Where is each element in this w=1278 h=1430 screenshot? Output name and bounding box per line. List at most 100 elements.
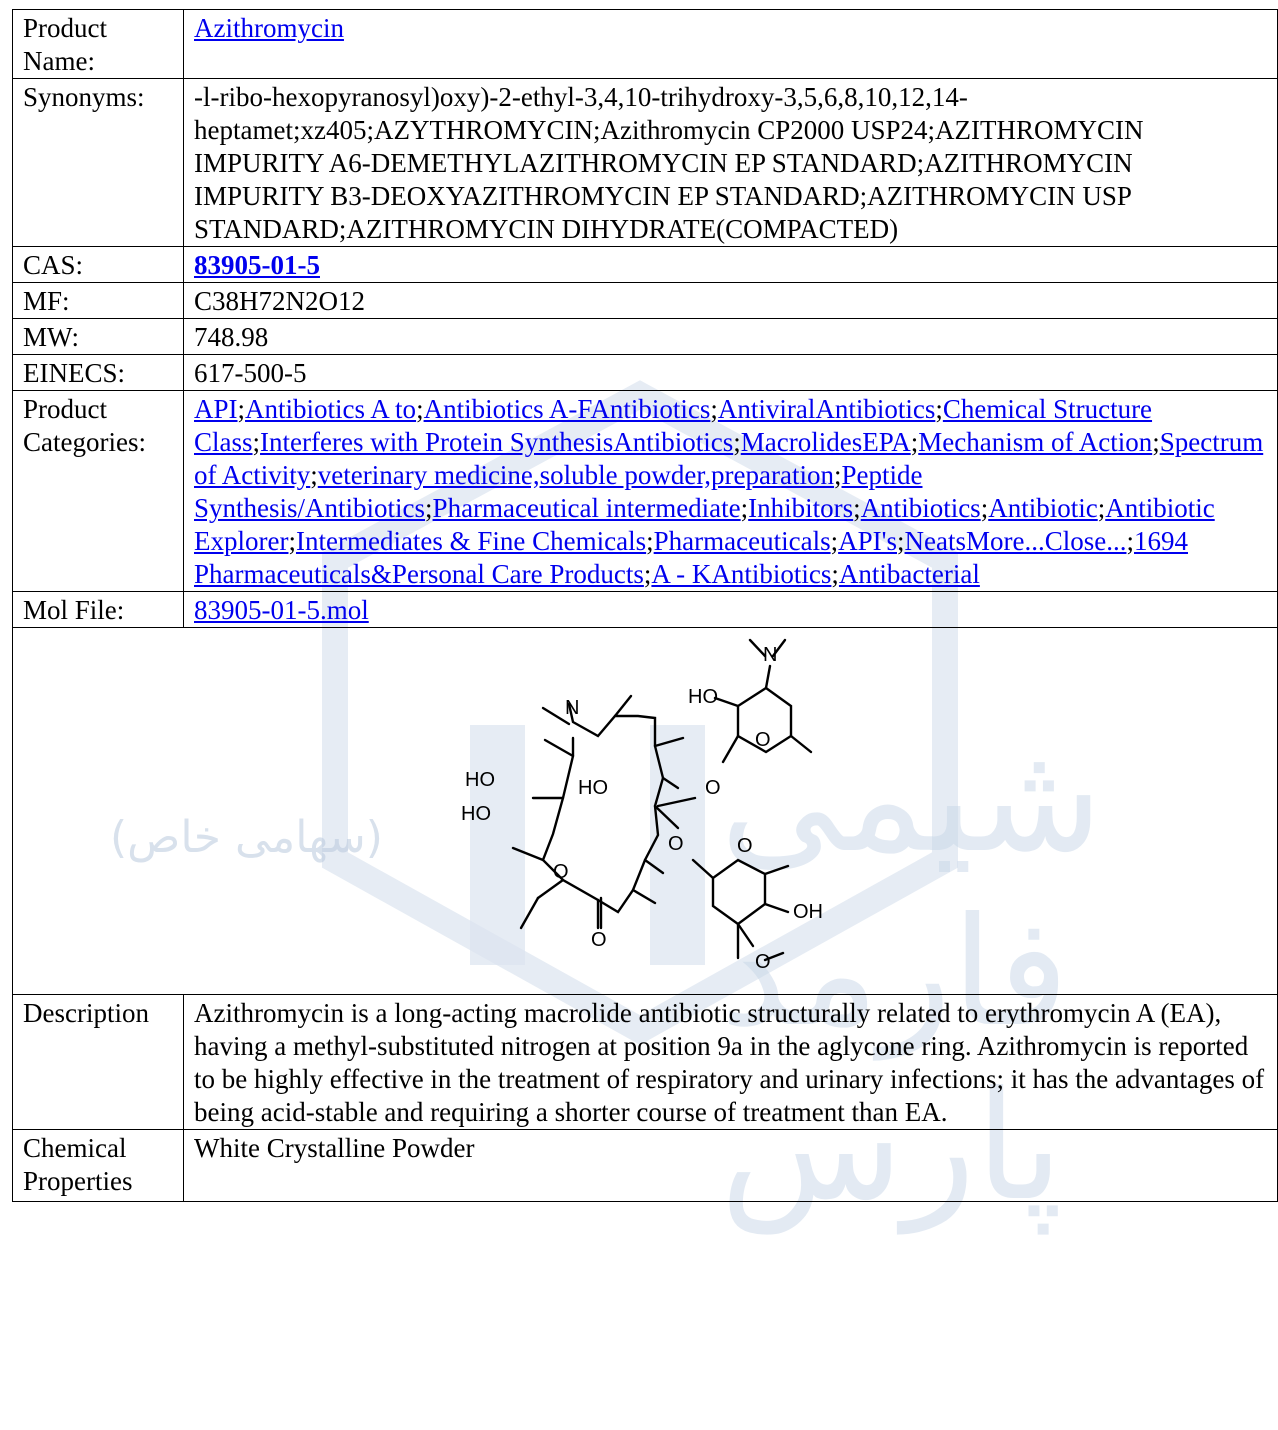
row-product-name: Product Name: Azithromycin	[12, 9, 1278, 79]
category-separator: ;	[643, 559, 652, 589]
synonym-item: xz405	[300, 115, 367, 145]
row-mf: MF: C38H72N2O12	[12, 282, 1278, 319]
category-separator: ;	[237, 394, 246, 424]
label-synonyms: Synonyms:	[12, 78, 184, 247]
label-description: Description	[12, 994, 184, 1130]
synonym-separator: ;	[927, 115, 936, 145]
atom-n-top: N	[763, 644, 777, 666]
synonym-separator: ;	[916, 148, 925, 178]
category-separator: ;	[853, 493, 861, 523]
mf-value: C38H72N2O12	[183, 282, 1278, 319]
category-separator: ;	[831, 559, 839, 589]
row-chemical-properties: Chemical Properties White Crystalline Po…	[12, 1129, 1278, 1202]
category-link[interactable]: Antibiotic	[988, 493, 1098, 523]
category-link[interactable]: 1694 Pharmaceuticals&Personal Care Produ…	[194, 526, 1188, 589]
atom-o-ring1: O	[755, 729, 771, 751]
category-separator: ;	[980, 493, 989, 523]
label-mw: MW:	[12, 318, 184, 355]
synonym-separator: ;	[338, 214, 347, 244]
atom-ho-left1: HO	[465, 769, 495, 791]
category-separator: ;	[1097, 493, 1106, 523]
category-separator: ;	[1126, 526, 1134, 556]
category-link[interactable]: A - KAntibiotics	[651, 559, 832, 589]
category-link[interactable]: Antibacterial	[838, 559, 980, 589]
einecs-value: 617-500-5	[183, 354, 1278, 391]
category-link[interactable]: Antibiotics	[860, 493, 981, 523]
atom-o-ring2: O	[737, 835, 753, 857]
row-structure: N HO O N HO HO O HO O O O O OH O	[12, 627, 1278, 995]
category-link[interactable]: API	[194, 394, 238, 424]
category-link[interactable]: Antibiotic Explorer	[194, 493, 1215, 556]
synonym-separator: ;	[592, 115, 601, 145]
synonym-item: Azithromycin CP2000 USP24	[600, 115, 928, 145]
label-cas: CAS:	[12, 246, 184, 283]
category-link[interactable]: API's	[838, 526, 897, 556]
category-link[interactable]: AntiviralAntibiotics	[717, 394, 936, 424]
atom-o-lactone: O	[553, 861, 569, 883]
category-link[interactable]: Interferes with Protein SynthesisAntibio…	[260, 427, 734, 457]
category-separator: ;	[1152, 427, 1160, 457]
category-link[interactable]: Spectrum of Activity	[194, 427, 1264, 490]
atom-o-link1: O	[705, 777, 721, 799]
category-separator: ;	[646, 526, 654, 556]
synonym-item: AZYTHROMYCIN	[373, 115, 593, 145]
synonym-item: AZITHROMYCIN USP STANDARD	[194, 181, 1131, 244]
category-link[interactable]: Antibiotics A to	[245, 394, 417, 424]
category-separator: ;	[252, 427, 261, 457]
category-separator: ;	[830, 526, 839, 556]
category-separator: ;	[416, 394, 424, 424]
category-separator: ;	[740, 493, 749, 523]
category-separator: ;	[833, 460, 842, 490]
atom-ho-top: HO	[688, 686, 718, 708]
product-sheet: Product Name: Azithromycin Synonyms: -l-…	[12, 9, 1278, 1202]
atom-o-link2: O	[668, 833, 684, 855]
category-link[interactable]: Intermediates & Fine Chemicals	[295, 526, 647, 556]
category-link[interactable]: veterinary medicine,soluble powder,prepa…	[317, 460, 834, 490]
atom-oh-right: OH	[793, 901, 823, 923]
row-description: Description Azithromycin is a long-actin…	[12, 994, 1278, 1130]
synonym-separator: ;	[292, 115, 301, 145]
category-separator: ;	[425, 493, 433, 523]
category-link[interactable]: Peptide Synthesis/Antibiotics	[194, 460, 923, 523]
category-link[interactable]: Pharmaceutical intermediate	[432, 493, 741, 523]
row-mol-file: Mol File: 83905-01-5.mol	[12, 591, 1278, 628]
label-product-name: Product Name:	[12, 9, 184, 79]
synonym-item: AZITHROMYCIN IMPURITY A6-DEMETHYLAZITHRO…	[194, 115, 1144, 178]
label-mol-file: Mol File:	[12, 591, 184, 628]
category-separator: ;	[897, 526, 905, 556]
row-mw: MW: 748.98	[12, 318, 1278, 355]
row-einecs: EINECS: 617-500-5	[12, 354, 1278, 391]
synonym-separator: ;	[366, 115, 374, 145]
mol-file-link[interactable]: 83905-01-5.mol	[194, 595, 369, 625]
cas-link[interactable]: 83905-01-5	[194, 250, 320, 280]
category-separator: ;	[733, 427, 741, 457]
category-separator: ;	[935, 394, 943, 424]
category-separator: ;	[710, 394, 718, 424]
category-link[interactable]: MacrolidesEPA	[740, 427, 911, 457]
synonym-item: AZITHROMYCIN IMPURITY B3-DEOXYAZITHROMYC…	[194, 148, 1133, 211]
category-link[interactable]: Chemical Structure Class	[194, 394, 1153, 457]
row-categories: Product Categories: API;Antibiotics A to…	[12, 390, 1278, 592]
row-synonyms: Synonyms: -l-ribo-hexopyranosyl)oxy)-2-e…	[12, 78, 1278, 247]
atom-ho-left2: HO	[461, 803, 491, 825]
synonyms-list: -l-ribo-hexopyranosyl)oxy)-2-ethyl-3,4,1…	[183, 78, 1278, 247]
atom-o-carbonyl: O	[591, 929, 607, 951]
category-link[interactable]: Inhibitors	[748, 493, 854, 523]
label-mf: MF:	[12, 282, 184, 319]
atom-n-ring: N	[565, 697, 579, 719]
description-text: Azithromycin is a long-acting macrolide …	[183, 994, 1278, 1130]
structure-cell: N HO O N HO HO O HO O O O O OH O	[12, 627, 1278, 995]
chemical-properties-text: White Crystalline Powder	[183, 1129, 1278, 1202]
category-link[interactable]: Antibiotics A-FAntibiotics	[423, 394, 711, 424]
category-link[interactable]: Mechanism of Action	[918, 427, 1153, 457]
synonym-item: AZITHROMYCIN DIHYDRATE(COMPACTED)	[346, 214, 899, 244]
product-name-link[interactable]: Azithromycin	[194, 13, 344, 43]
atom-ho-mid: HO	[578, 777, 608, 799]
synonym-item: -l-ribo-hexopyranosyl)oxy)-2-ethyl-3,4,1…	[194, 82, 968, 145]
category-link[interactable]: Pharmaceuticals	[653, 526, 831, 556]
categories-list: API;Antibiotics A to;Antibiotics A-FAnti…	[183, 390, 1278, 592]
label-chemical-properties: Chemical Properties	[12, 1129, 184, 1202]
label-categories: Product Categories:	[12, 390, 184, 592]
atom-o-methoxy: O	[755, 951, 771, 973]
category-link[interactable]: NeatsMore...Close...	[904, 526, 1127, 556]
